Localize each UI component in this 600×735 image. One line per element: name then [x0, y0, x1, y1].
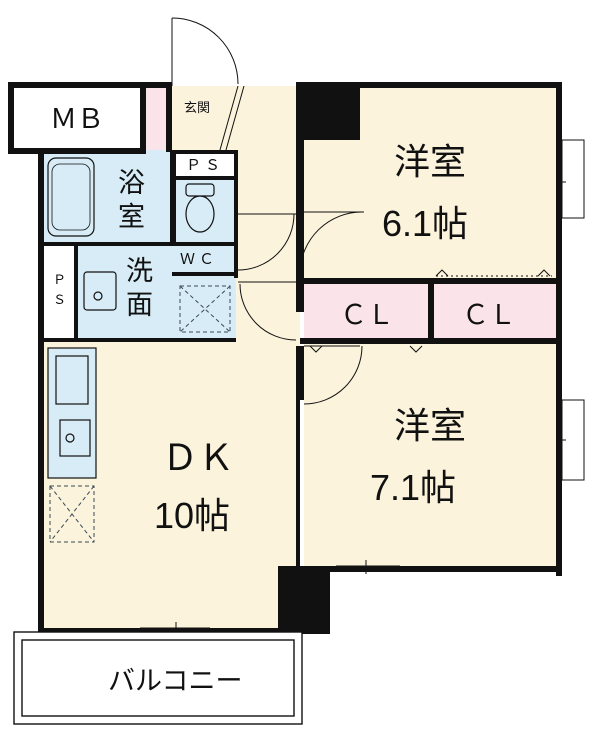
wash-basin-icon [83, 271, 117, 311]
closet-1-floor [304, 284, 428, 340]
fridge-space-icon [49, 485, 95, 543]
western-room-1-door[interactable] [299, 211, 364, 276]
closet-2-floor [432, 284, 556, 340]
dk-size-label: 10帖 [154, 495, 230, 536]
closet-2-label: ＣＬ [462, 300, 516, 330]
western-room-1-size: 6.1帖 [382, 203, 468, 244]
bath-label-line1: 浴 [118, 168, 145, 198]
closet-1-label: ＣＬ [340, 300, 394, 330]
western-room-2-size: 7.1帖 [370, 467, 456, 508]
kitchen-counter-icon [47, 347, 97, 479]
western-room-1-label: 洋室 [394, 141, 466, 182]
entrance-door[interactable] [171, 17, 245, 151]
entrance-floor [172, 86, 238, 150]
window-bottom-marks [140, 560, 400, 636]
wc-label: ＷＣ [180, 251, 218, 268]
genkan-label: 玄関 [184, 100, 210, 115]
western-room-2-label: 洋室 [394, 405, 466, 446]
balcony-label: バルコニー [108, 666, 242, 696]
window-western-1 [556, 139, 585, 219]
dk-label: ＤＫ [162, 437, 234, 478]
toilet-icon [185, 183, 215, 233]
wc-door[interactable] [237, 213, 296, 271]
washroom-door[interactable] [238, 281, 297, 341]
bathtub-icon [47, 157, 95, 237]
bath-label-line2: 室 [118, 202, 145, 232]
wash-label-line2: 面 [126, 290, 153, 320]
ps-left-label-1: Ｐ [53, 272, 66, 287]
wash-label-line1: 洗 [126, 256, 153, 286]
western-room-2-door[interactable] [303, 345, 363, 405]
balcony [13, 631, 303, 725]
ps-left-box [44, 246, 74, 338]
western-room-2-floor [304, 340, 558, 570]
walls [8, 82, 562, 634]
closet-door-marks [309, 269, 552, 353]
washing-machine-space-icon [179, 285, 231, 333]
mb-label: ＭＢ [50, 104, 104, 134]
ps-left-label-2: Ｓ [53, 292, 66, 307]
ps-top-label: ＰＳ [186, 157, 224, 174]
window-western-2 [556, 399, 585, 481]
